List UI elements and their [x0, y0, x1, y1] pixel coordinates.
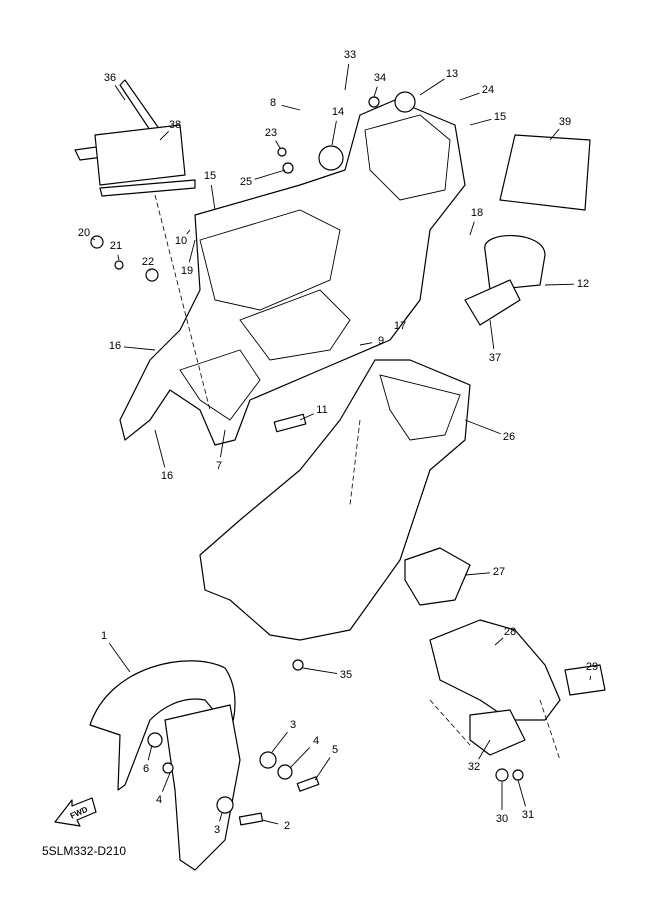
- callout-36: 36: [104, 72, 116, 84]
- leader-line: [544, 283, 575, 286]
- callout-24: 24: [482, 84, 494, 96]
- callout-25: 25: [240, 176, 252, 188]
- callout-13: 13: [446, 68, 458, 80]
- front-fender: [89, 660, 241, 871]
- leader-line: [123, 346, 156, 351]
- callout-26: 26: [503, 431, 515, 443]
- callout-15: 15: [204, 170, 216, 182]
- reference-lines: [154, 194, 561, 761]
- leader-line: [494, 637, 504, 646]
- callout-10: 10: [175, 235, 187, 247]
- leader-line: [281, 104, 301, 111]
- leader-line: [359, 342, 373, 346]
- leader-line: [186, 229, 191, 235]
- leader-line: [469, 118, 492, 126]
- leader-line: [161, 772, 171, 792]
- leader-line: [210, 184, 216, 211]
- callout-31: 31: [522, 809, 534, 821]
- callout-30: 30: [496, 813, 508, 825]
- callout-17: 17: [394, 320, 406, 332]
- callout-3: 3: [290, 719, 296, 731]
- rear-frame-inner-fender: [119, 99, 466, 446]
- callout-8: 8: [270, 97, 276, 109]
- callout-12: 12: [577, 278, 589, 290]
- leader-line: [549, 128, 560, 141]
- callout-22: 22: [142, 256, 154, 268]
- grab-handle: [464, 234, 546, 326]
- leader-line: [405, 299, 421, 320]
- callout-18: 18: [471, 207, 483, 219]
- leader-line: [419, 78, 445, 96]
- leader-line: [147, 744, 153, 761]
- callout-33: 33: [344, 49, 356, 61]
- callout-19: 19: [181, 265, 193, 277]
- leader-line: [299, 413, 314, 421]
- leader-line: [154, 429, 166, 468]
- leader-line: [464, 572, 491, 576]
- leader-line: [159, 131, 169, 141]
- leader-line: [464, 419, 501, 435]
- rear-fender: [199, 359, 471, 641]
- callout-11: 11: [316, 404, 327, 416]
- callout-28: 28: [504, 626, 516, 638]
- callout-32: 32: [468, 761, 480, 773]
- callout-14: 14: [332, 106, 344, 118]
- leader-line: [459, 92, 480, 101]
- seat-strap: [74, 79, 196, 197]
- leader-line: [289, 747, 311, 769]
- leader-line: [275, 140, 281, 149]
- leader-line: [117, 254, 120, 261]
- leader-line: [314, 757, 331, 781]
- leader-line: [373, 86, 378, 98]
- callout-2: 2: [284, 820, 290, 832]
- callout-1: 1: [101, 630, 107, 642]
- callout-5: 5: [332, 744, 338, 756]
- flap-plate: [404, 547, 471, 606]
- leader-line: [589, 675, 592, 681]
- leader-line: [254, 169, 286, 180]
- callout-23: 23: [265, 127, 277, 139]
- callout-37: 37: [489, 352, 501, 364]
- callout-9: 9: [378, 335, 384, 347]
- callout-15: 15: [494, 111, 506, 123]
- callout-39: 39: [559, 116, 571, 128]
- leader-line: [108, 643, 131, 673]
- callout-20: 20: [78, 227, 90, 239]
- callout-38: 38: [169, 119, 181, 131]
- leader-line: [489, 319, 495, 350]
- leader-line: [91, 237, 96, 241]
- callout-6: 6: [143, 763, 149, 775]
- diagram-code: 5SLM332-D210: [42, 844, 127, 858]
- leader-line: [517, 779, 526, 807]
- callout-3: 3: [214, 824, 220, 836]
- callout-4: 4: [156, 794, 162, 806]
- callout-34: 34: [374, 72, 386, 84]
- leader-line: [344, 63, 350, 91]
- leader-line: [478, 739, 491, 760]
- leader-line: [261, 819, 279, 825]
- callout-27: 27: [493, 566, 505, 578]
- callout-29: 29: [586, 661, 598, 673]
- callout-4: 4: [313, 735, 319, 747]
- leader-line: [114, 85, 126, 101]
- fwd-arrow-icon: FWD: [54, 797, 97, 827]
- callout-16: 16: [161, 470, 173, 482]
- leader-line: [469, 221, 475, 236]
- license-bracket: [429, 619, 606, 756]
- leader-line: [331, 120, 337, 146]
- callout-7: 7: [216, 460, 222, 472]
- callout-16: 16: [109, 340, 121, 352]
- small-hardware: [90, 91, 524, 826]
- manual-booklet: [499, 134, 591, 211]
- callout-21: 21: [110, 240, 122, 252]
- callout-35: 35: [340, 669, 352, 681]
- leader-line: [271, 731, 288, 753]
- leader-line: [302, 667, 338, 674]
- leader-line: [188, 239, 196, 263]
- leader-line: [220, 429, 226, 458]
- leader-line: [219, 812, 223, 822]
